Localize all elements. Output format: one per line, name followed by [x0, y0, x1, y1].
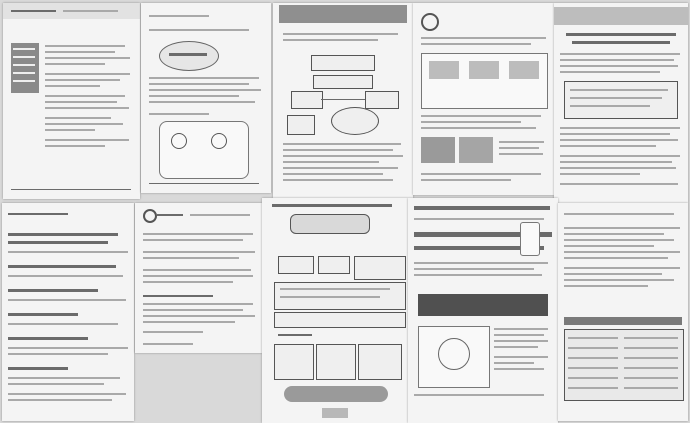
doc3-bottom-left-box [287, 115, 315, 135]
doc9-contact-banner [418, 294, 548, 316]
doc5-notice-box [564, 81, 678, 119]
document-2-illustrated-page [141, 3, 271, 193]
doc3-middle-box [313, 75, 373, 89]
doc8-left-box [278, 256, 314, 274]
doc7-logo [143, 209, 157, 223]
doc8-footer-banner [284, 386, 388, 402]
document-4-city-page [413, 3, 554, 195]
document-10-table-page [558, 203, 688, 421]
doc4-photo-1 [421, 137, 455, 163]
doc8-result-box-3 [358, 344, 402, 380]
doc8-middle-box [318, 256, 350, 274]
doc3-left-box [291, 91, 323, 109]
doc8-right-box [354, 256, 406, 280]
doc1-sidebar [11, 43, 39, 93]
document-6-list-page [2, 203, 134, 421]
doc8-building-icon [322, 408, 348, 418]
doc3-top-box [311, 55, 375, 71]
doc9-mobile-phone-illustration [520, 222, 540, 256]
doc5-header-image [554, 7, 688, 25]
document-1-sidebar-page [3, 3, 140, 199]
doc4-logo [421, 13, 439, 31]
doc2-cartoon-figures [159, 121, 249, 179]
doc10-header-bar [564, 317, 682, 325]
document-3-flowchart-page [273, 3, 413, 198]
doc8-result-box-1 [274, 344, 314, 380]
doc10-table [564, 329, 684, 401]
doc4-photo-2 [459, 137, 493, 163]
document-7-text-page [135, 203, 262, 353]
doc3-right-box [365, 91, 399, 109]
doc8-info-box-2 [274, 312, 406, 328]
doc2-cloud-illustration [159, 41, 219, 71]
doc8-heading-banner [290, 214, 370, 234]
doc3-header-banner [279, 5, 407, 23]
doc8-result-box-2 [316, 344, 356, 380]
document-9-mail-service-page [408, 198, 558, 423]
document-5-notice-page [554, 3, 688, 203]
doc3-burst-box [331, 107, 379, 135]
document-8-poster-page [262, 198, 408, 423]
